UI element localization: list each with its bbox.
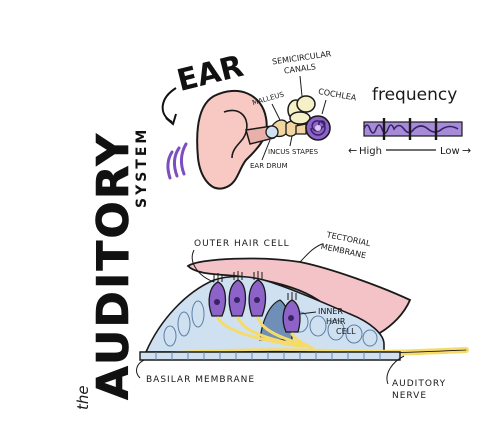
label-leader xyxy=(289,135,293,147)
frequency-low-label: Low xyxy=(440,146,460,157)
inner-hair-cell xyxy=(282,292,301,333)
label-basilar-membrane: BASILAR MEMBRANE xyxy=(146,375,255,385)
title-sub: SYSTEM xyxy=(134,127,150,208)
basilar-membrane xyxy=(139,351,401,361)
label-stapes: STAPES xyxy=(292,148,319,156)
frequency-illustration: frequency ← High Low → xyxy=(348,85,471,157)
cochlea-illustration xyxy=(305,115,331,141)
label-leader xyxy=(299,75,303,97)
ear-drum xyxy=(265,125,279,139)
label-malleus: MALLEUS xyxy=(251,90,285,107)
frequency-bar xyxy=(363,121,463,137)
label-leader xyxy=(386,355,405,385)
label-hair: HAIR xyxy=(326,317,346,326)
frequency-wave xyxy=(363,124,459,134)
label-outer-hair-cell: OUTER HAIR CELL xyxy=(194,239,290,249)
title-prefix: the xyxy=(74,385,92,410)
supporting-cells xyxy=(144,275,385,353)
arrow-right-icon: → xyxy=(462,144,471,157)
label-leader xyxy=(136,359,145,379)
label-incus: INCUS xyxy=(268,148,290,156)
outer-hair-cells xyxy=(208,271,267,317)
label-cell: CELL xyxy=(336,327,356,336)
ear-illustration: EAR SEMICIRCULAR CANALS xyxy=(161,49,357,190)
sound-wave-icon xyxy=(166,150,174,180)
label-leader xyxy=(321,99,327,115)
label-ear-drum: EAR DRUM xyxy=(250,162,288,170)
frequency-heading: frequency xyxy=(372,85,457,105)
label-auditory: AUDITORY xyxy=(392,379,446,389)
ear-arrow xyxy=(161,87,177,123)
title-block: the AUDITORY SYSTEM xyxy=(74,127,150,410)
frequency-high-label: High xyxy=(359,146,382,157)
label-leader xyxy=(299,311,317,315)
label-leader xyxy=(191,249,215,283)
label-leader xyxy=(271,103,281,121)
organ-of-corti-illustration: OUTER HAIR CELL TECTORIAL MEMBRANE INNER… xyxy=(136,230,469,401)
label-cochlea: COCHLEA xyxy=(317,87,357,103)
label-leader xyxy=(299,243,323,263)
title-main: AUDITORY xyxy=(88,132,139,400)
sound-wave-icon xyxy=(172,146,181,178)
label-nerve: NERVE xyxy=(392,391,427,401)
semicircular-canals xyxy=(287,95,316,125)
label-canals: CANALS xyxy=(283,62,316,75)
outer-ear xyxy=(196,90,268,190)
ear-arrow-head xyxy=(165,113,177,126)
arrow-left-icon: ← xyxy=(348,144,357,157)
stapes-bone xyxy=(295,123,307,135)
label-inner: INNER xyxy=(318,307,343,316)
label-leader xyxy=(261,139,271,161)
sound-wave-icon xyxy=(179,142,188,176)
basilar-cells xyxy=(155,352,381,360)
